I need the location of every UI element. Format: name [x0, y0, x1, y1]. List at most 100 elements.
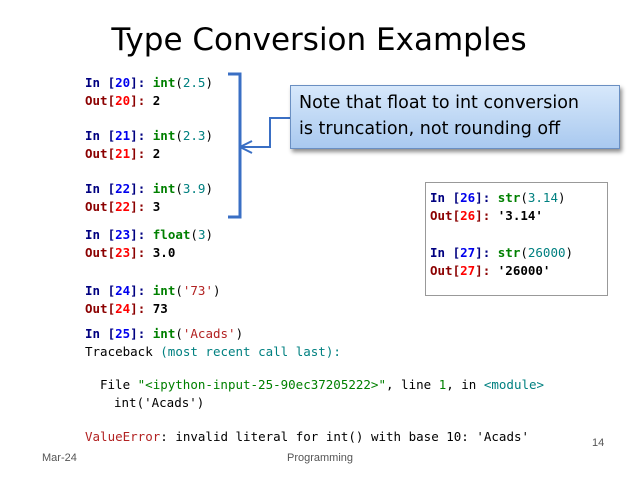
close-paren: ): [205, 227, 213, 242]
in-label: In [: [85, 181, 116, 196]
out-close: ]:: [130, 146, 146, 161]
close-paren: ): [205, 128, 213, 143]
slide-title: Type Conversion Examples: [111, 22, 527, 58]
function-name: int: [152, 128, 176, 143]
str-examples-box: In [26]: str(3.14) Out[26]: '3.14' In [2…: [425, 182, 608, 296]
code-cell-22: In [22]: int(3.9) Out[22]: 3: [85, 180, 213, 216]
footer-center-text: Programming: [287, 452, 354, 464]
file-line-number: 1: [438, 377, 447, 392]
in-number: 25: [115, 326, 131, 341]
out-prompt: Out[23]:: [85, 245, 145, 260]
out-prompt: Out[26]:: [430, 208, 490, 223]
connector-line: [240, 117, 292, 148]
arrow-head: [239, 140, 253, 154]
in-label: In [: [85, 227, 116, 242]
out-close: ]:: [130, 199, 146, 214]
note-callout: Note that float to int conversion is tru…: [290, 85, 620, 149]
out-prompt: Out[27]:: [430, 263, 490, 278]
function-name: float: [152, 227, 191, 242]
in-prompt: In [24]:: [85, 283, 145, 298]
out-label: Out[: [85, 245, 116, 260]
close-paren: ): [565, 245, 574, 260]
traceback-note: (most recent call last):: [160, 344, 341, 359]
out-number: 27: [460, 263, 476, 278]
in-prompt: In [27]:: [430, 245, 490, 260]
in-number: 23: [115, 227, 131, 242]
argument: '73': [182, 283, 213, 298]
in-close: ]:: [475, 245, 491, 260]
traceback-code-line: int('Acads'): [114, 395, 205, 410]
error-message: : invalid literal for int() with base 10…: [160, 429, 530, 444]
out-label: Out[: [430, 208, 461, 223]
note-line-1: Note that float to int conversion: [299, 93, 579, 113]
out-prompt: Out[20]:: [85, 93, 145, 108]
in-label: In [: [85, 283, 116, 298]
argument: 26000: [527, 245, 566, 260]
out-label: Out[: [85, 93, 116, 108]
argument: 3: [197, 227, 206, 242]
out-label: Out[: [85, 146, 116, 161]
open-paren: (: [520, 245, 528, 260]
out-close: ]:: [130, 93, 146, 108]
function-name: str: [497, 190, 521, 205]
close-paren: ): [235, 326, 244, 341]
code-cell-23: In [23]: float(3) Out[23]: 3.0: [85, 226, 213, 262]
in-close: ]:: [130, 326, 146, 341]
function-name: int: [152, 326, 176, 341]
in-close: ]:: [130, 283, 146, 298]
out-number: 22: [115, 199, 131, 214]
open-paren: (: [175, 128, 183, 143]
in-number: 22: [115, 181, 131, 196]
traceback-label: Traceback: [85, 344, 153, 359]
in-prompt: In [25]:: [85, 326, 145, 341]
argument: 3.14: [527, 190, 558, 205]
in-prompt: In [21]:: [85, 128, 145, 143]
file-path: "<ipython-input-25-90ec37205222>": [137, 377, 386, 392]
in-close: ]:: [475, 190, 491, 205]
in-number: 26: [460, 190, 476, 205]
in-label: In [: [430, 190, 461, 205]
in-prompt: In [26]:: [430, 190, 490, 205]
file-prefix: File: [100, 377, 138, 392]
out-number: 20: [115, 93, 131, 108]
output-value: 2: [152, 146, 161, 161]
out-number: 23: [115, 245, 131, 260]
in-number: 20: [115, 75, 131, 90]
code-cell-25: In [25]: int('Acads') Traceback (most re…: [85, 325, 341, 361]
footer-date: Mar-24: [42, 452, 77, 464]
argument: 2.5: [182, 75, 206, 90]
output-value: 3.0: [152, 245, 176, 260]
open-paren: (: [175, 181, 183, 196]
code-cell-21: In [21]: int(2.3) Out[21]: 2: [85, 127, 213, 163]
out-close: ]:: [130, 301, 146, 316]
file-module: <module>: [483, 377, 545, 392]
code-cell-26: In [26]: str(3.14) Out[26]: '3.14': [430, 189, 566, 225]
error-line: ValueError: invalid literal for int() wi…: [85, 428, 529, 446]
argument: 3.9: [182, 181, 206, 196]
open-paren: (: [190, 227, 198, 242]
out-number: 26: [460, 208, 476, 223]
open-paren: (: [175, 283, 183, 298]
bracket-line: [228, 72, 242, 219]
file-mid: , line: [386, 377, 439, 392]
in-close: ]:: [130, 181, 146, 196]
function-name: int: [152, 75, 176, 90]
out-number: 24: [115, 301, 131, 316]
out-label: Out[: [85, 301, 116, 316]
in-label: In [: [85, 326, 116, 341]
note-line-2: is truncation, not rounding off: [299, 119, 561, 139]
in-prompt: In [23]:: [85, 227, 145, 242]
in-label: In [: [85, 128, 116, 143]
open-paren: (: [520, 190, 528, 205]
argument: 'Acads': [182, 326, 236, 341]
page-number: 14: [592, 437, 605, 449]
traceback-file-line: File "<ipython-input-25-90ec37205222>", …: [100, 376, 544, 412]
out-close: ]:: [130, 245, 146, 260]
open-paren: (: [175, 326, 183, 341]
output-value: 73: [152, 301, 168, 316]
code-cell-20: In [20]: int(2.5) Out[20]: 2: [85, 74, 213, 110]
argument: 2.3: [182, 128, 206, 143]
in-close: ]:: [130, 227, 146, 242]
out-prompt: Out[22]:: [85, 199, 145, 214]
open-paren: (: [175, 75, 183, 90]
